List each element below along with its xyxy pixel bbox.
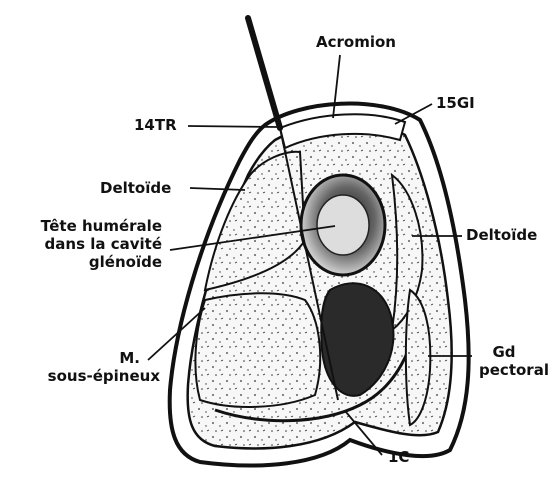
humeral-head-core [317, 195, 369, 255]
label-m-line1: M. [20, 350, 140, 367]
label-14tr: 14TR [134, 117, 177, 134]
leader-deltoide-left [190, 188, 245, 190]
label-tete-humerale-line3: glénoïde [2, 254, 162, 271]
needle [248, 18, 280, 128]
label-tete-humerale-line1: Tête humérale [2, 218, 162, 235]
label-15gi: 15GI [436, 95, 475, 112]
label-gd-line2: pectoral [474, 362, 554, 379]
label-tete-humerale-line2: dans la cavité [2, 236, 162, 253]
leader-14tr [188, 126, 278, 127]
label-1c: 1C [388, 449, 409, 466]
label-acromion: Acromion [316, 34, 396, 51]
infraspinatus-muscle [195, 293, 320, 407]
label-m-line2: sous-épineux [20, 368, 160, 385]
leader-15gi [395, 104, 432, 124]
leader-acromion [333, 55, 340, 118]
label-gd-line1: Gd [474, 344, 534, 361]
label-deltoide-left: Deltoïde [100, 180, 171, 197]
label-deltoide-right: Deltoïde [466, 227, 537, 244]
